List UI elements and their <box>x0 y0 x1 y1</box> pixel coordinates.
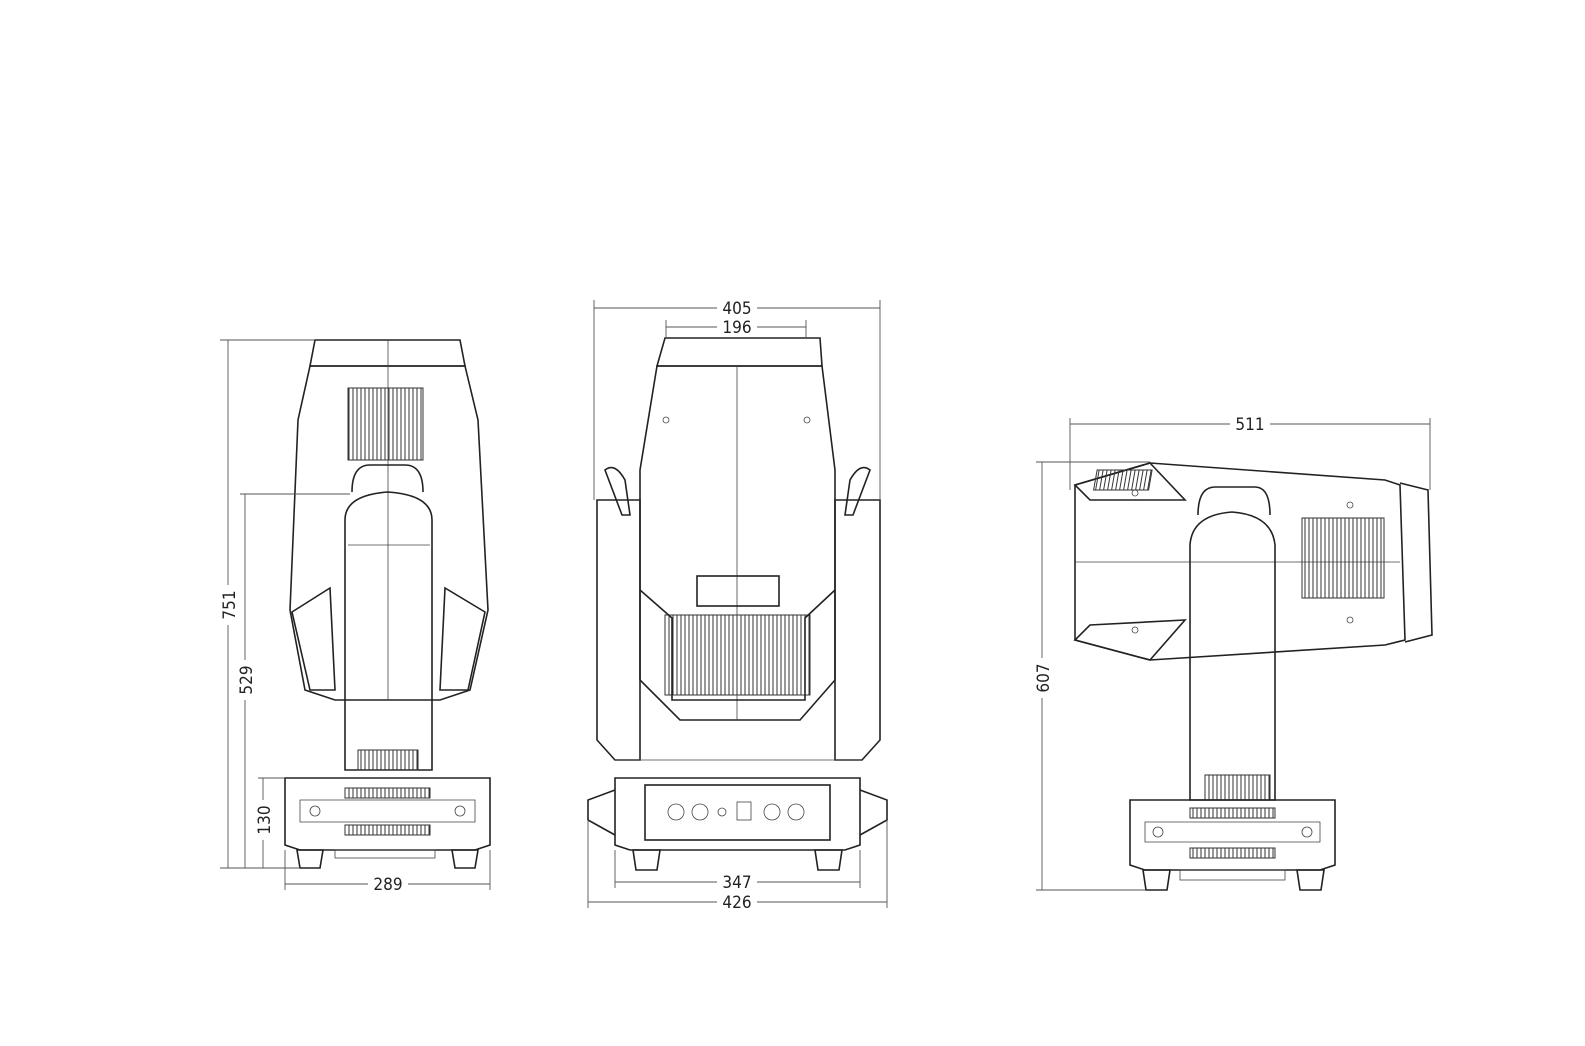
dim-607: 607 <box>1034 663 1054 692</box>
side-view-left: 751 529 130 289 <box>217 339 491 895</box>
dim-347: 347 <box>722 873 751 893</box>
dim-405: 405 <box>722 299 751 319</box>
dim-529: 529 <box>237 665 257 694</box>
dim-130: 130 <box>255 805 275 834</box>
dim-511: 511 <box>1235 415 1264 435</box>
dim-426: 426 <box>722 893 751 913</box>
front-view: 405 196 347 426 <box>587 298 888 913</box>
dim-289: 289 <box>373 875 402 895</box>
dim-751: 751 <box>220 590 240 619</box>
side-view-tilted: 511 607 <box>1031 414 1433 891</box>
dim-196: 196 <box>722 318 751 338</box>
